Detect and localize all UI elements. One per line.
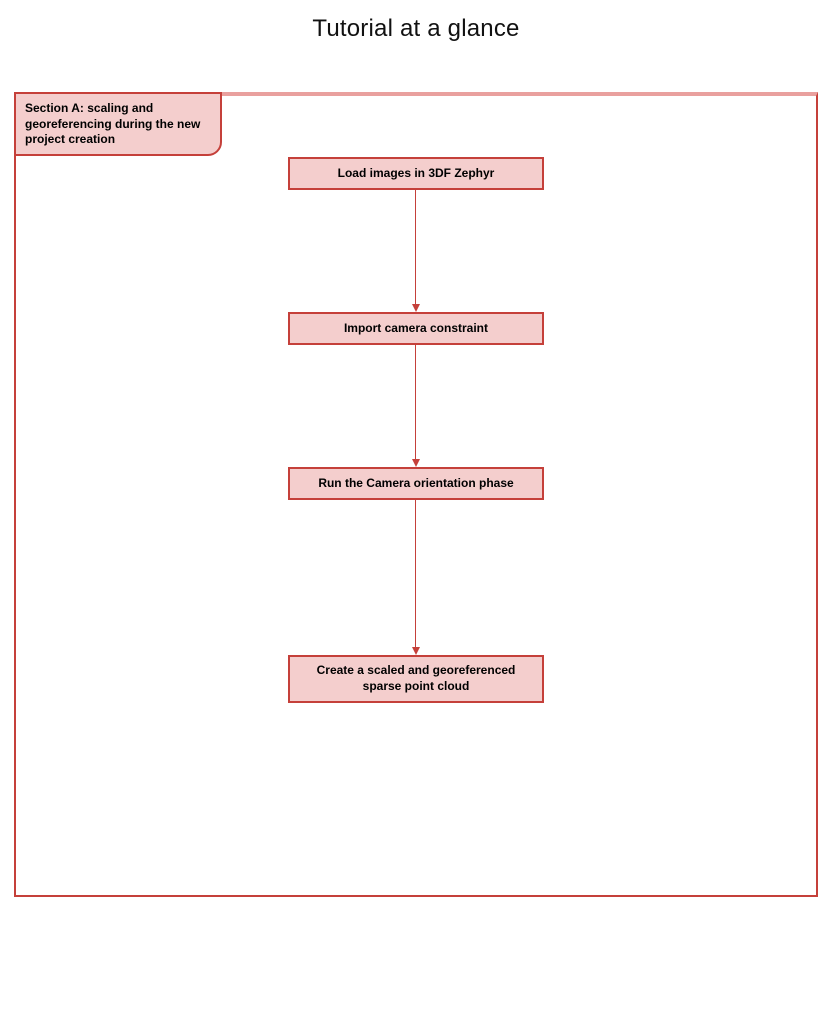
arrow-down-icon (411, 647, 420, 655)
flow-node-label: Load images in 3DF Zephyr (337, 165, 495, 180)
flow-node-camera-orientation: Run the Camera orientation phase (288, 467, 544, 500)
flow-node-label: Import camera constraint (343, 320, 489, 335)
connector-line (415, 190, 416, 304)
connector-line (415, 500, 416, 647)
section-a-label-text: Section A: scaling and georeferencing du… (25, 101, 201, 147)
diagram-title: Tutorial at a glance (312, 15, 520, 42)
flow-node-label: Run the Camera orientation phase (318, 475, 514, 490)
flow-node-label: Create a scaled and georeferenced sparse… (316, 663, 516, 693)
arrow-down-icon (411, 459, 420, 467)
arrow-down-icon (411, 304, 420, 312)
connector-line (415, 345, 416, 459)
flow-node-load-images: Load images in 3DF Zephyr (288, 157, 544, 190)
flow-node-sparse-point-cloud: Create a scaled and georeferenced sparse… (288, 655, 544, 703)
section-a-label: Section A: scaling and georeferencing du… (14, 92, 222, 156)
flow-node-import-camera-constraint: Import camera constraint (288, 312, 544, 345)
